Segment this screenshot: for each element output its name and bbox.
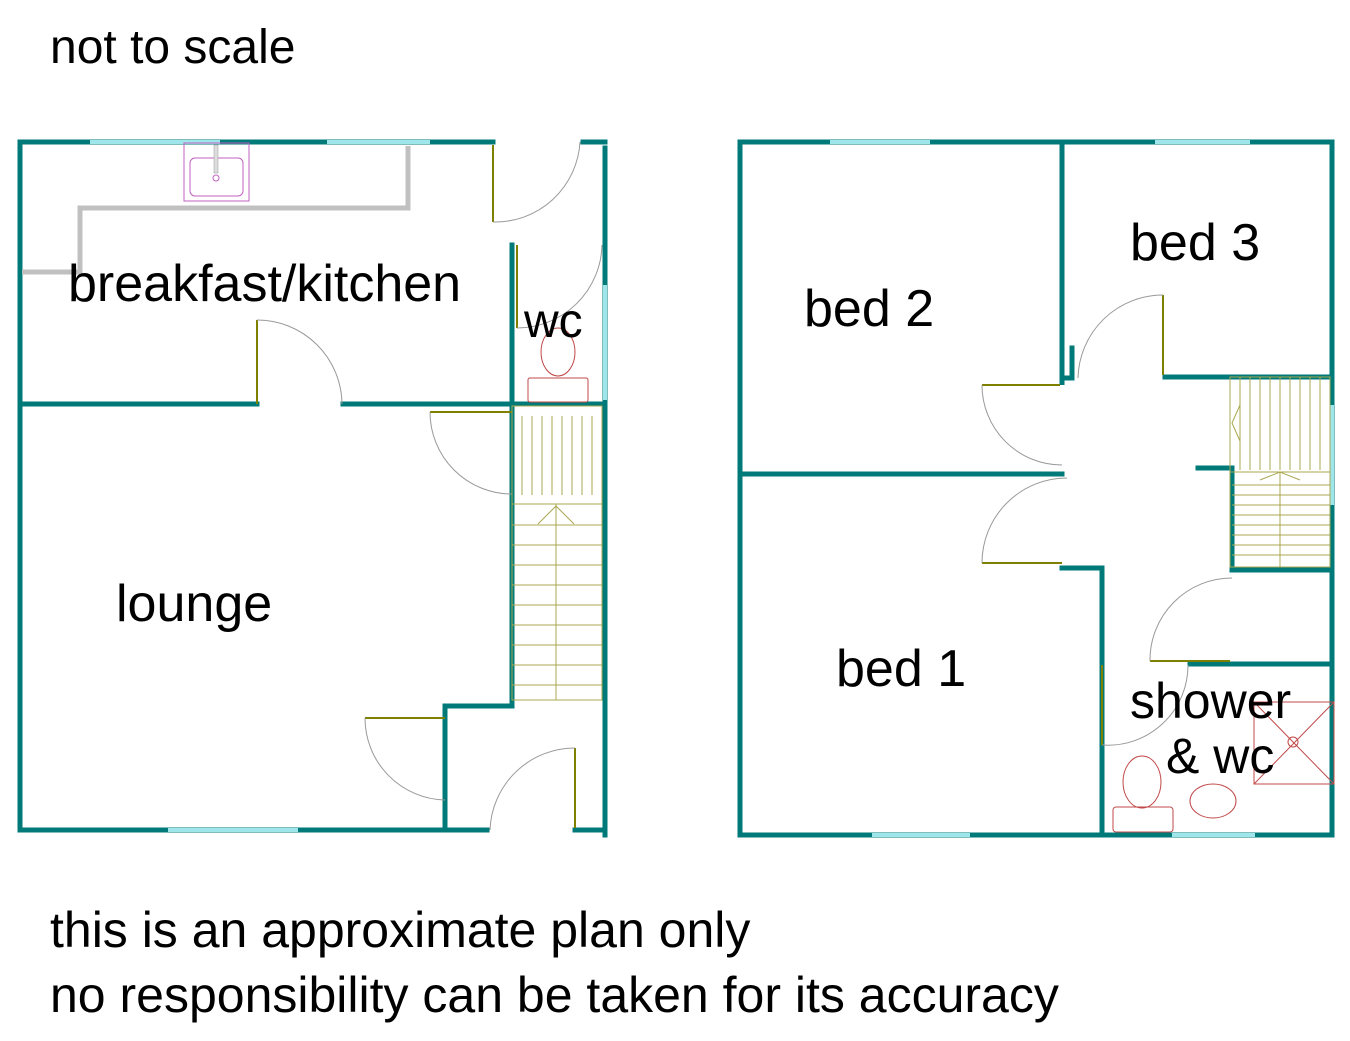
room-label-wc: wc bbox=[524, 295, 583, 348]
first-floor-windows bbox=[830, 140, 1334, 837]
bathroom-fixtures bbox=[1112, 701, 1335, 833]
room-label-bed-3: bed 3 bbox=[1130, 214, 1261, 272]
ground-floor-doors bbox=[256, 141, 603, 831]
disclaimer-line-2: no responsibility can be taken for its a… bbox=[50, 967, 1059, 1023]
first-floor-doors bbox=[981, 294, 1233, 746]
scale-note: not to scale bbox=[50, 21, 296, 74]
wc-toilet bbox=[527, 327, 589, 403]
room-label-breakfast-kitchen: breakfast/kitchen bbox=[68, 255, 462, 313]
room-label-bed-2: bed 2 bbox=[804, 280, 935, 338]
ground-floor-windows bbox=[90, 140, 607, 832]
room-label-bed-1: bed 1 bbox=[836, 640, 967, 698]
disclaimer-line-1: this is an approximate plan only bbox=[50, 902, 751, 958]
first-floor-stairs bbox=[1229, 376, 1331, 568]
room-label-shower: shower bbox=[1130, 673, 1292, 729]
room-label-lounge: lounge bbox=[116, 575, 273, 633]
ground-floor-stairs bbox=[511, 405, 603, 701]
room-label-and-wc: & wc bbox=[1166, 728, 1275, 784]
kitchen-fixtures bbox=[22, 142, 411, 275]
